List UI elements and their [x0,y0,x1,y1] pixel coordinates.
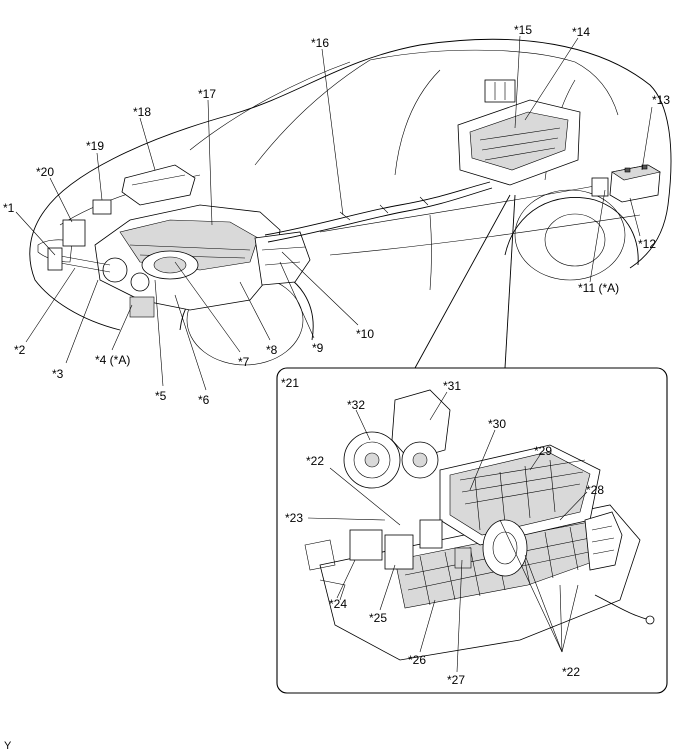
callout-22-lower: *22 [562,665,580,679]
callout-24: *24 [329,597,347,611]
callout-32: *32 [347,398,365,412]
callout-3: *3 [52,367,64,381]
callout-5: *5 [155,389,167,403]
callout-16: *16 [311,36,329,50]
figure-code: Y [4,740,12,752]
hybrid-battery-assembly-small [457,79,581,186]
leader-lines-overview [15,35,653,391]
hybrid-battery-detail [304,389,655,661]
callout-17: *17 [198,87,216,101]
callout-30: *30 [488,417,506,431]
callout-10: *10 [356,327,374,341]
callout-22-upper: *22 [306,454,324,468]
callout-19: *19 [86,139,104,153]
callout-28: *28 [586,483,604,497]
callout-20: *20 [36,165,54,179]
callout-31: *31 [443,379,461,393]
callout-11: *11 (*A) [578,281,619,295]
callout-4: *4 (*A) [95,353,130,367]
callout-18: *18 [133,105,151,119]
engine-assembly [47,164,311,318]
callout-27: *27 [447,673,465,687]
inset-zoom-lines [414,194,516,369]
callout-15: *15 [514,23,532,37]
callout-23: *23 [285,511,303,525]
high-voltage-cable-run [264,181,493,243]
callout-labels: *1 *2 *3 *4 (*A) *5 *6 *7 *8 *9 *10 *11 … [3,23,670,687]
callout-26: *26 [408,653,426,667]
callout-9: *9 [312,341,324,355]
callout-14: *14 [572,25,590,39]
callout-12: *12 [638,237,656,251]
callout-25: *25 [369,611,387,625]
callout-29: *29 [534,444,552,458]
callout-7: *7 [238,355,250,369]
callout-2: *2 [14,343,26,357]
callout-6: *6 [198,393,210,407]
leader-lines-inset [307,391,588,673]
vehicle-body-outline [29,38,672,366]
callout-21: *21 [281,376,299,390]
callout-8: *8 [266,343,278,357]
auxiliary-battery [591,164,661,203]
callout-1: *1 [3,201,15,215]
callout-13: *13 [652,93,670,107]
